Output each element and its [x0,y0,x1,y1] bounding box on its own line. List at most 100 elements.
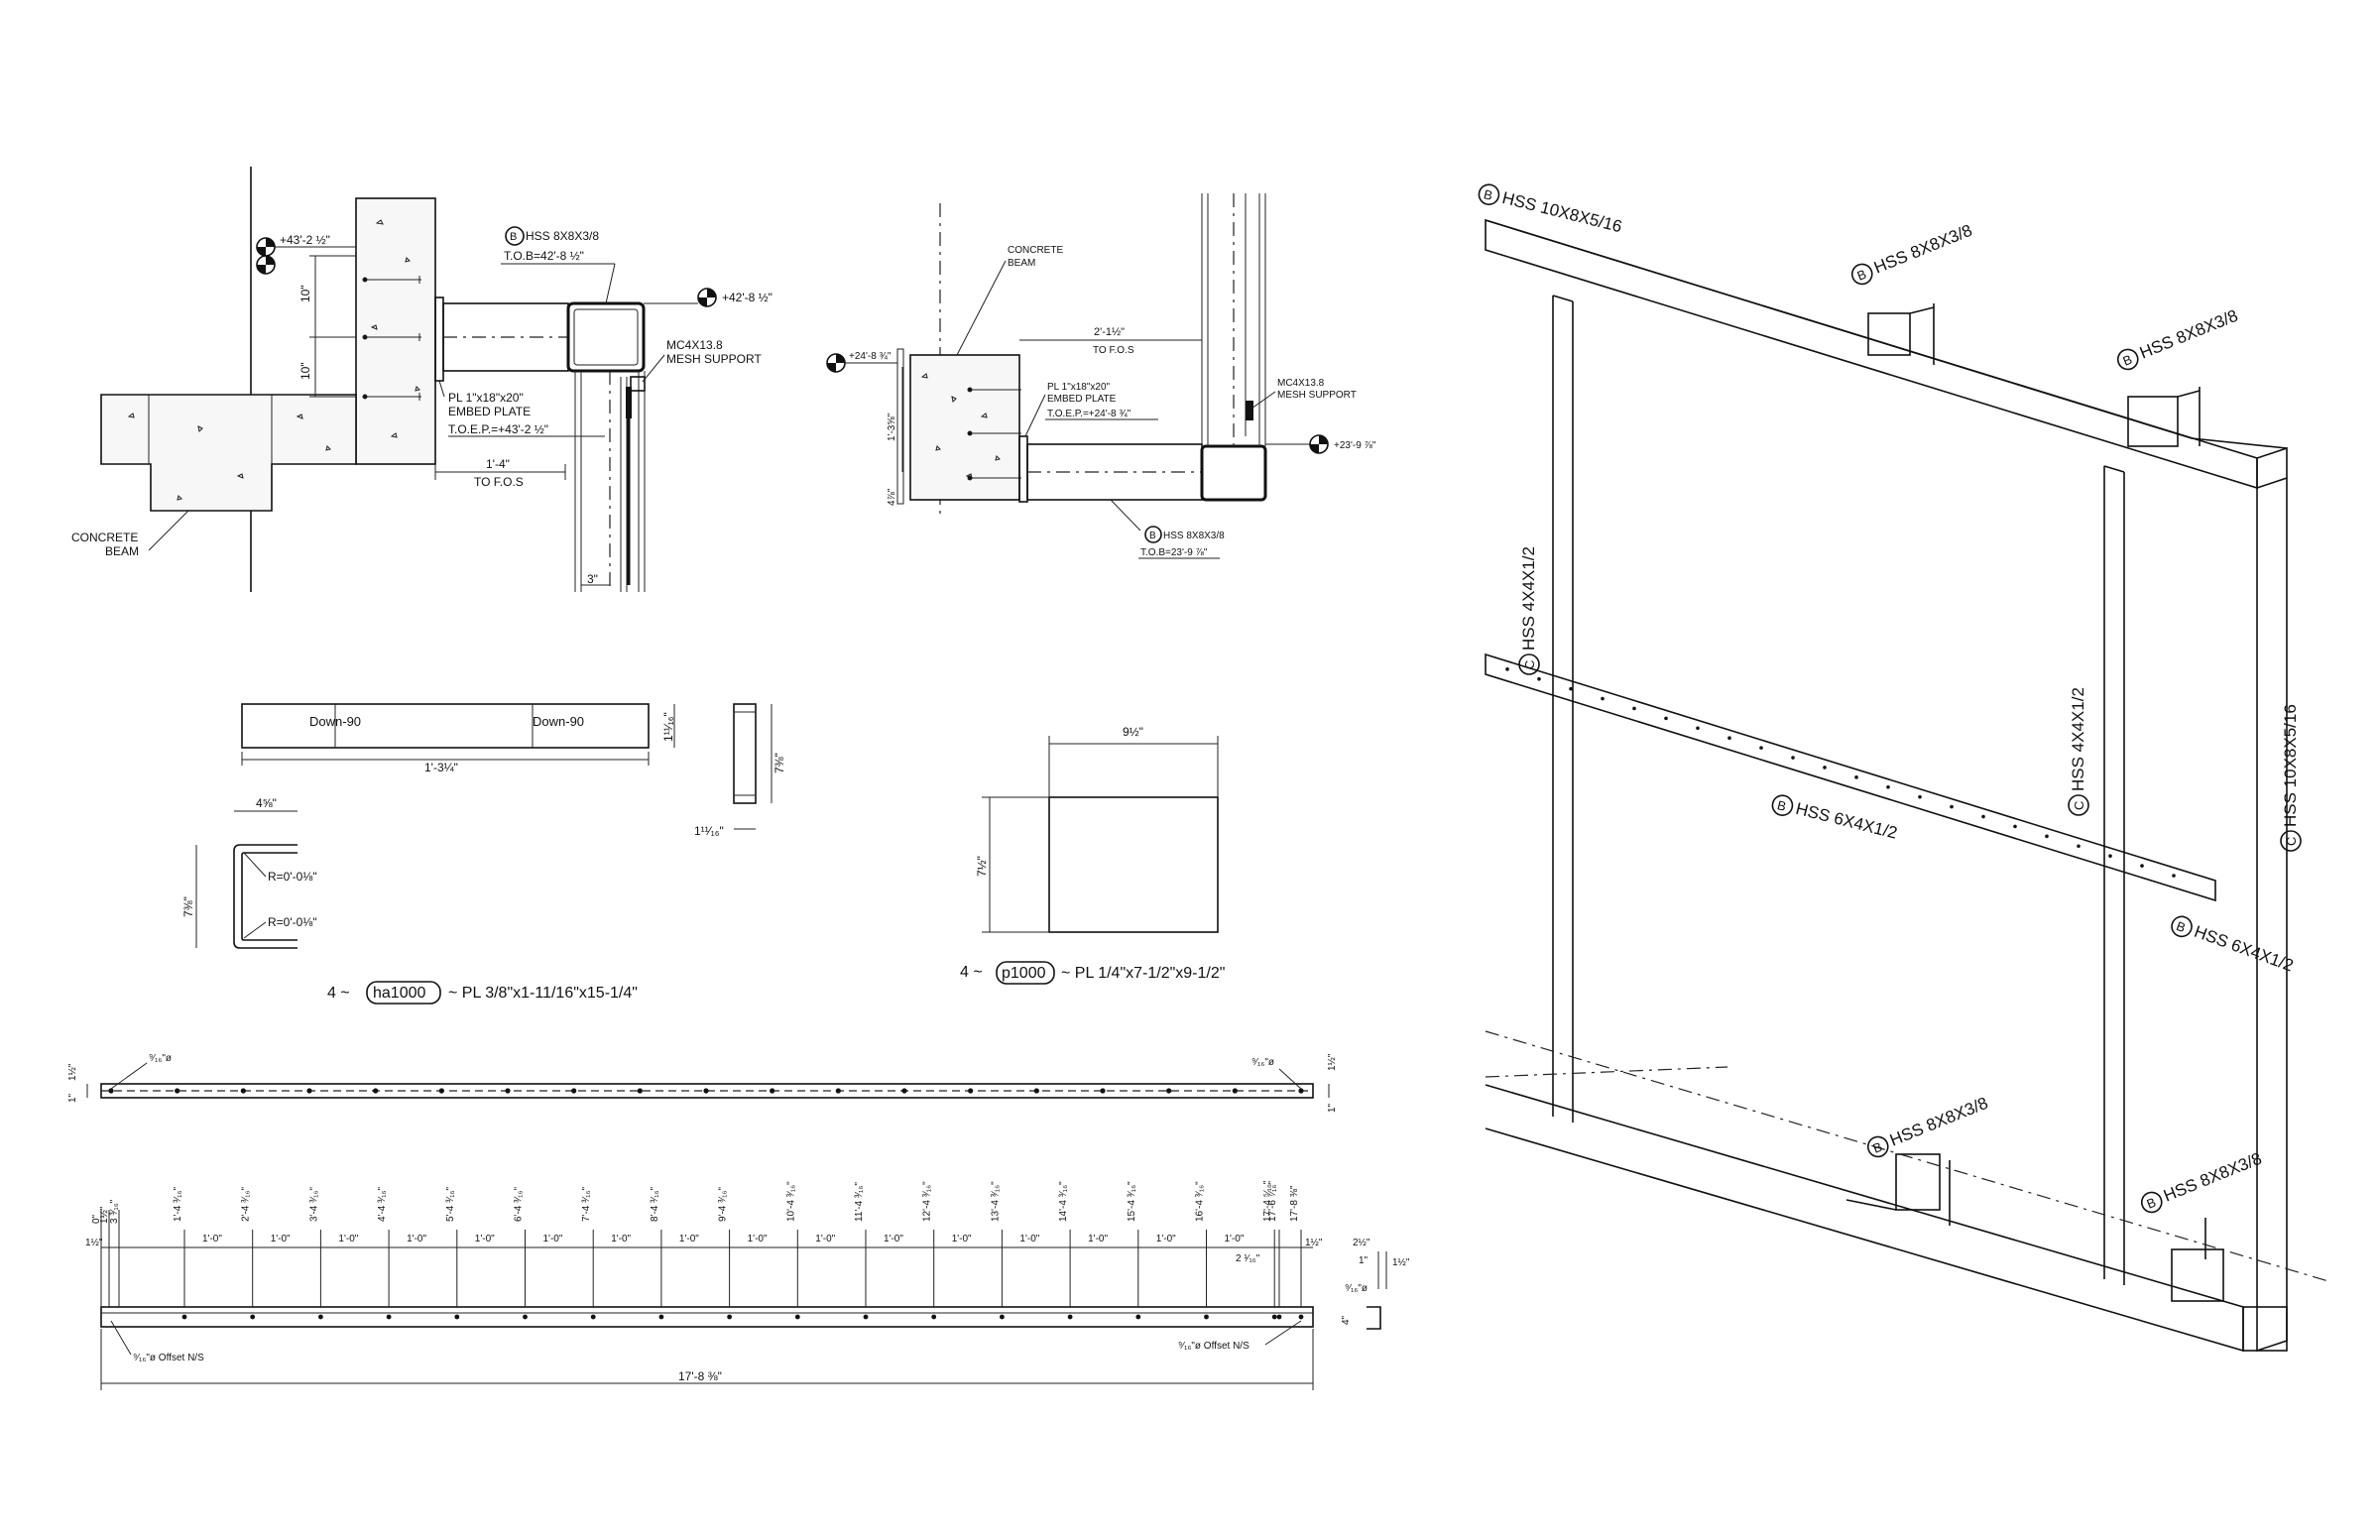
spacing-dim: 1'-0" [1019,1234,1039,1244]
bar-bottom-labels: 1'-4 ³⁄₁₆"1'-0"2'-4 ³⁄₁₆"1'-0"3'-4 ³⁄₁₆"… [91,1180,1300,1244]
rail-hole [1918,794,1922,799]
bar-hole [1204,1314,1209,1320]
iso-label-text: HSS 4X4X1/2 [2069,687,2087,791]
hss-tag: B [510,231,517,243]
left-post [1552,295,1574,1123]
spacing-dim: 1'-0" [407,1234,426,1244]
ha-desc: ~ PL 3/8"x1-11/16"x15-1/4" [448,985,638,1002]
bar-hole [727,1314,732,1320]
elevation-marker-left [256,237,356,275]
bar-hole [1232,1088,1238,1094]
bar-hole [931,1314,937,1320]
spacing-dim: 1'-0" [202,1234,222,1244]
iso-label-text: HSS 8X8X3/8 [2161,1149,2264,1206]
cumulative-dim: 9'-4 ³⁄₁₆" [718,1186,729,1222]
cumulative-dim: 13'-4 ³⁄₁₆" [990,1181,1001,1222]
rail-hole [1505,667,1509,671]
p-mark: p1000 [1002,965,1046,982]
ha-section-height: 7⅜" [181,896,195,917]
cumulative-dim: 5'-4 ³⁄₁₆" [445,1186,456,1222]
ha-section-width: 4⅝" [256,796,277,810]
iso-tag-circle [1850,263,1873,286]
elev-right-label: +42'-8 ½" [722,291,773,304]
bb-sec-2half: 2½" [1353,1238,1370,1248]
p-mark-box [996,961,1055,985]
right-column [2256,478,2288,1353]
rail-hole [1569,686,1573,691]
iso-tag: B [2175,918,2188,935]
cumulative-dim: 16'-4 ³⁄₁₆" [1195,1181,1206,1222]
tag-circle [505,226,525,246]
rail-hole [1664,716,1668,721]
iso-label-text: HSS 6X4X1/2 [2192,922,2296,976]
ha-length: 1'-3¼" [424,761,458,774]
channel-b-label-1: MC4X13.8 [1277,378,1325,389]
bar-top-dim-right-a: 1½" [1327,1053,1338,1071]
bar-hole [590,1314,596,1320]
plate-b-label-1: PL 1"x18"x20" [1047,382,1111,393]
bar-hole [250,1314,256,1320]
rail-hole [2140,864,2144,868]
iso-tag-circle [2140,1191,2163,1214]
ha-mark: ha1000 [373,985,425,1002]
cumulative-dim: 14'-4 ³⁄₁₆" [1058,1181,1069,1222]
iso-tag-circle [1866,1135,1889,1158]
spacing-dim: 1'-0" [952,1234,972,1244]
detail-b-section: +24'-8 ¾" +23'-9 ⅞" 2'-1½" TO F.O.S CONC… [826,193,1376,559]
mid-rail [1485,652,2216,902]
start-mark: 1½" [99,1206,110,1224]
spacing-dim: 1'-0" [611,1234,631,1244]
cumulative-dim: 8'-4 ³⁄₁₆" [650,1186,660,1222]
p-qty: 4 ~ [960,964,983,981]
bar-top-hole-right: ⁹⁄₁₆"ø [1251,1057,1274,1068]
bar-hole [863,1314,869,1320]
embed-plate [434,296,444,382]
cumulative-dim: 17'-6 ⁷⁄₁₆" [1267,1181,1278,1222]
rail-hole [1759,746,1763,750]
part-p1000: 9½" 7½" 4 ~ p1000 ~ PL 1/4"x7-1/2"x9-1/2… [960,725,1225,985]
elev-left-label: +43'-2 ½" [280,233,330,247]
bar-top-dim-right-b: 1" [1327,1103,1338,1113]
spacing-dim: 1'-0" [679,1234,699,1244]
rail-hole [1632,706,1636,711]
cumulative-dim: 1'-4 ³⁄₁₆" [173,1186,183,1222]
iso-label: C HSS 4X4X1/2 [2068,687,2089,816]
elev-b-left: +24'-8 ¾" [849,351,892,362]
p-width: 9½" [1123,725,1143,739]
cumulative-dim: 6'-4 ³⁄₁₆" [514,1186,525,1222]
iso-label: C HSS 4X4X1/2 [1518,546,1540,675]
bar-hole [1000,1314,1005,1320]
spacing-dim: 1'-0" [1225,1234,1245,1244]
iso-tag: B [1776,797,1788,814]
concrete-column [355,197,436,465]
dim-b-2: 4⅞" [887,488,897,506]
hss-b-tag: B [1149,531,1156,541]
bend-1: Down-90 [309,714,361,729]
spacing-dim: 1'-0" [543,1234,563,1244]
bar-hole [968,1088,974,1094]
iso-tag-circle [1771,794,1794,816]
dim-offset: 1'-4" [486,457,510,471]
iso-tag-circle [2280,830,2302,852]
bb-sec-4: 4" [1341,1315,1352,1325]
bar-hole [454,1314,460,1320]
bar-hole [658,1314,664,1320]
cumulative-dim: 3'-4 ³⁄₁₆" [308,1186,319,1222]
bar-hole [108,1088,114,1094]
iso-label-text: HSS 4X4X1/2 [1519,546,1538,651]
bar-hole [1135,1314,1141,1320]
concrete-beam [100,394,357,512]
spacing-dim: 1'-0" [1088,1234,1108,1244]
iso-tag: C [2072,801,2086,810]
bar-hole [1298,1088,1304,1094]
iso-tag: C [1522,660,1537,669]
iso-label-text: HSS 10X8X5/16 [1500,188,1624,236]
iso-tag-circle [1518,653,1540,675]
cumulative-dim: 12'-4 ³⁄₁₆" [922,1181,933,1222]
